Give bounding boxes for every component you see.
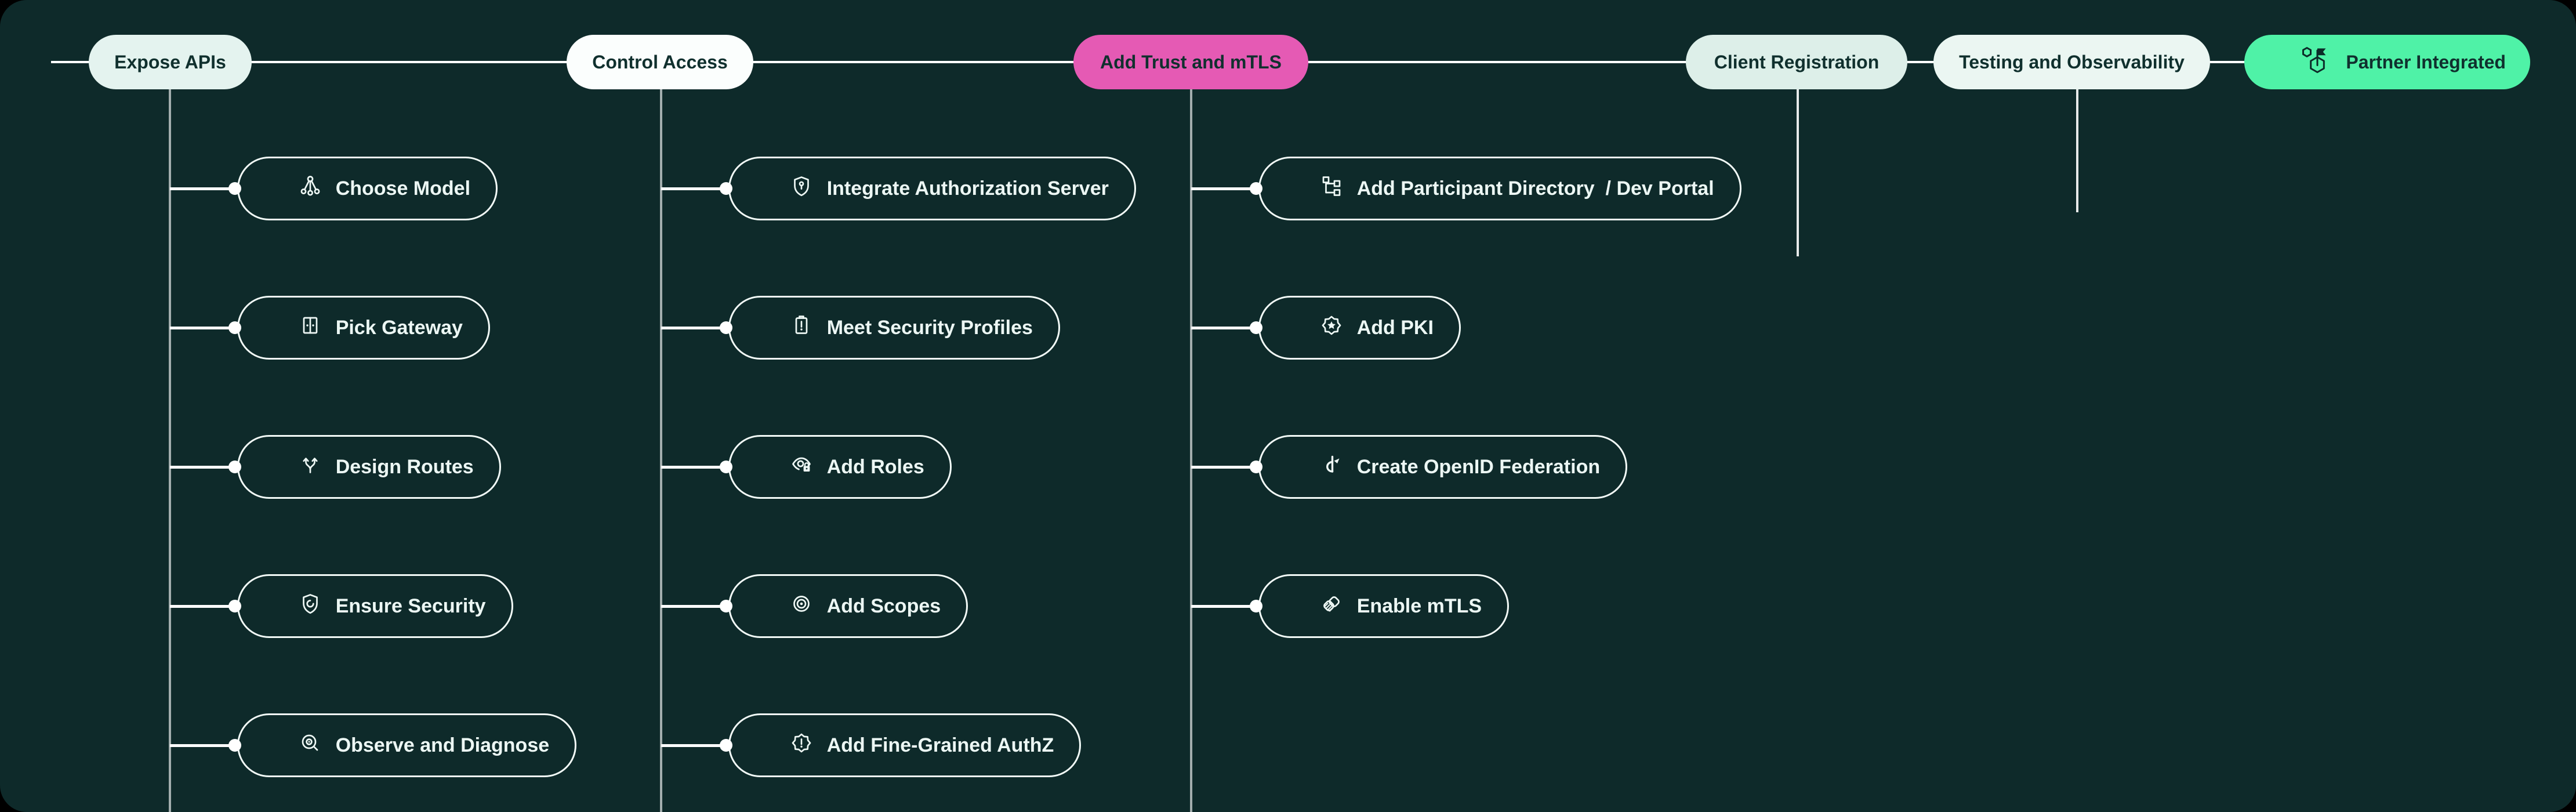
milestone-flag-icon (2269, 21, 2333, 103)
task-label: Integrate Authorization Server (827, 177, 1109, 200)
task-add-pki[interactable]: Add PKI (1258, 296, 1461, 360)
branch-line (661, 744, 726, 747)
branch-dot (720, 182, 732, 195)
branch-line (661, 605, 726, 608)
target-icon (756, 568, 814, 644)
trunk-control-access (660, 89, 662, 812)
task-design-routes[interactable]: Design Routes (237, 435, 501, 499)
shield-keyhole-icon (756, 151, 814, 227)
branch-line (1191, 187, 1256, 190)
branch-dot (720, 739, 732, 752)
task-pick-gateway[interactable]: Pick Gateway (237, 296, 490, 360)
milestone-label: Client Registration (1714, 52, 1879, 73)
task-label: Add PKI (1357, 317, 1434, 339)
task-label: Add Roles (827, 456, 924, 478)
task-meet-security-profiles[interactable]: Meet Security Profiles (728, 296, 1060, 360)
branch-dot (720, 461, 732, 473)
task-create-openid-federation[interactable]: Create OpenID Federation (1258, 435, 1627, 499)
branch-line (661, 327, 726, 329)
branch-line (170, 187, 235, 190)
branch-line (661, 187, 726, 190)
branch-line (1191, 327, 1256, 329)
milestone-label: Testing and Observability (1959, 52, 2185, 73)
branch-dot (720, 321, 732, 334)
branch-dot (228, 321, 241, 334)
task-label: Add Fine-Grained AuthZ (827, 734, 1054, 757)
branch-dot (228, 739, 241, 752)
branch-dot (1250, 182, 1262, 195)
trunk-expose-apis (169, 89, 171, 812)
milestone-label: Control Access (592, 52, 728, 73)
branch-dot (228, 461, 241, 473)
magnifier-eye-icon (264, 708, 323, 784)
task-label: Meet Security Profiles (827, 317, 1033, 339)
branch-line (170, 327, 235, 329)
badge-star-icon (1286, 290, 1344, 366)
task-label: Observe and Diagnose (336, 734, 549, 757)
task-ensure-security[interactable]: Ensure Security (237, 574, 513, 638)
openid-icon (1286, 429, 1344, 505)
milestone-testing-observability[interactable]: Testing and Observability (1933, 35, 2210, 89)
eye-lock-icon (756, 429, 814, 505)
trunk-client-registration (1797, 89, 1799, 256)
task-label: Ensure Security (336, 595, 486, 618)
task-add-roles[interactable]: Add Roles (728, 435, 952, 499)
branch-dot (1250, 600, 1262, 612)
branch-dot (228, 600, 241, 612)
milestone-label: Add Trust and mTLS (1100, 52, 1282, 73)
task-add-participant-directory[interactable]: Add Participant Directory / Dev Portal (1258, 157, 1741, 220)
task-label: Create OpenID Federation (1357, 456, 1600, 478)
task-label: Pick Gateway (336, 317, 463, 339)
task-choose-model[interactable]: Choose Model (237, 157, 498, 220)
badge-alert-icon (756, 708, 814, 784)
branch-dot (228, 182, 241, 195)
task-add-scopes[interactable]: Add Scopes (728, 574, 968, 638)
milestone-expose-apis[interactable]: Expose APIs (89, 35, 252, 89)
branch-line (170, 466, 235, 469)
task-label: Add Scopes (827, 595, 941, 618)
milestone-partner-integrated[interactable]: Partner Integrated (2244, 35, 2530, 89)
gateway-icon (264, 290, 323, 366)
handshake-icon (1286, 568, 1344, 644)
branch-line (1191, 605, 1256, 608)
branch-dot (720, 600, 732, 612)
milestone-client-registration[interactable]: Client Registration (1686, 35, 1907, 89)
branch-line (661, 466, 726, 469)
branch-line (170, 605, 235, 608)
task-label: Enable mTLS (1357, 595, 1482, 618)
branch-line (1191, 466, 1256, 469)
sitemap-icon (1286, 151, 1344, 227)
milestone-label: Partner Integrated (2346, 52, 2506, 73)
tree-icon (264, 151, 323, 227)
branch-dot (1250, 461, 1262, 473)
task-label: Add Participant Directory / Dev Portal (1357, 177, 1714, 200)
branch-dot (1250, 321, 1262, 334)
shield-scan-icon (264, 568, 323, 644)
task-enable-mtls[interactable]: Enable mTLS (1258, 574, 1509, 638)
task-add-fine-grained-authz[interactable]: Add Fine-Grained AuthZ (728, 713, 1081, 777)
milestone-label: Expose APIs (114, 52, 226, 73)
branch-line (170, 744, 235, 747)
task-label: Choose Model (336, 177, 470, 200)
route-split-icon (264, 429, 323, 505)
task-observe-diagnose[interactable]: Observe and Diagnose (237, 713, 576, 777)
clipboard-alert-icon (756, 290, 814, 366)
milestone-add-trust-mtls[interactable]: Add Trust and mTLS (1073, 35, 1308, 89)
task-label: Design Routes (336, 456, 474, 478)
trunk-testing (2076, 89, 2078, 212)
task-integrate-authorization-server[interactable]: Integrate Authorization Server (728, 157, 1136, 220)
milestone-control-access[interactable]: Control Access (567, 35, 753, 89)
trunk-add-trust (1190, 89, 1192, 812)
